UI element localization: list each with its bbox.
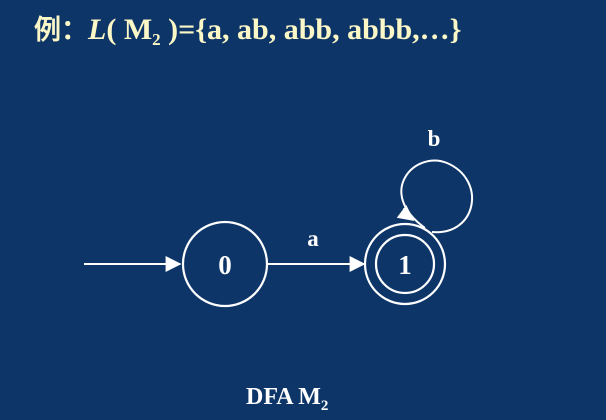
language-set: )={a, ab, abb, abbb,…} bbox=[160, 13, 462, 46]
example-prefix: 例： bbox=[34, 15, 88, 46]
heading-open: ( M bbox=[106, 13, 153, 46]
state-1-label: 1 bbox=[398, 250, 412, 280]
state-1-outer-circle bbox=[363, 222, 447, 306]
self-loop-1-label: b bbox=[428, 126, 441, 151]
caption-text: DFA M bbox=[246, 384, 321, 410]
diagram-caption: DFA M2 bbox=[246, 384, 328, 415]
state-1-inner-circle bbox=[374, 233, 436, 295]
heading-machine-subscript: 2 bbox=[152, 30, 161, 49]
state-1: 1 bbox=[363, 222, 447, 306]
language-symbol: L bbox=[88, 13, 107, 46]
self-loop-1-path bbox=[400, 159, 473, 234]
transition-0-to-1-label: a bbox=[307, 226, 319, 251]
caption-subscript: 2 bbox=[320, 398, 329, 414]
state-0-label: 0 bbox=[218, 250, 232, 280]
self-loop-1-arrowhead bbox=[396, 204, 415, 221]
state-0: 0 bbox=[181, 220, 269, 308]
example-heading: 例：L( M2 )={a, ab, abb, abbb,…} bbox=[34, 8, 461, 50]
